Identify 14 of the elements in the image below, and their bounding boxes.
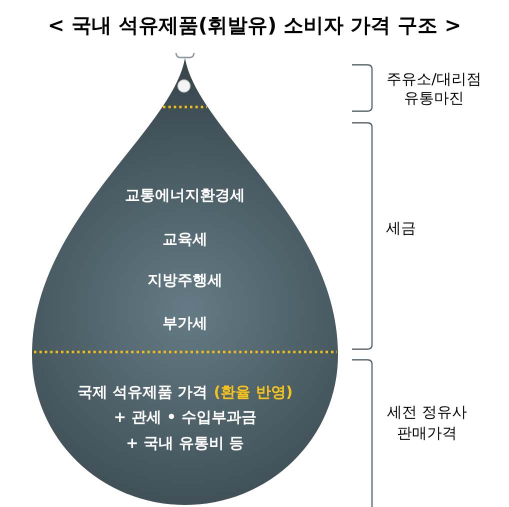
segment-label: 지방주행세 (148, 270, 222, 290)
segment-label: + 관세 • 수입부과금 (114, 407, 256, 427)
segment-label: 국제 석유제품 가격 (77, 382, 208, 402)
segment-label: 교통에너지환경세 (125, 185, 245, 205)
bracket-label: 세금 (385, 218, 417, 238)
segment-label: 교육세 (162, 229, 208, 249)
drop-segment (32, 107, 338, 352)
drop-segment (32, 352, 338, 505)
diagram-title: < 국내 석유제품(휘발유) 소비자 가격 구조 > (48, 12, 462, 38)
segment-label: (환율 반영) (214, 382, 293, 402)
segment-label: + 국내 유통비 등 (126, 433, 244, 453)
bracket-label: 세전 정유사 판매가격 (386, 402, 468, 444)
segment-label: 부가세 (162, 313, 208, 333)
bracket-label: 주유소/대리점 유통마진 (385, 70, 483, 108)
